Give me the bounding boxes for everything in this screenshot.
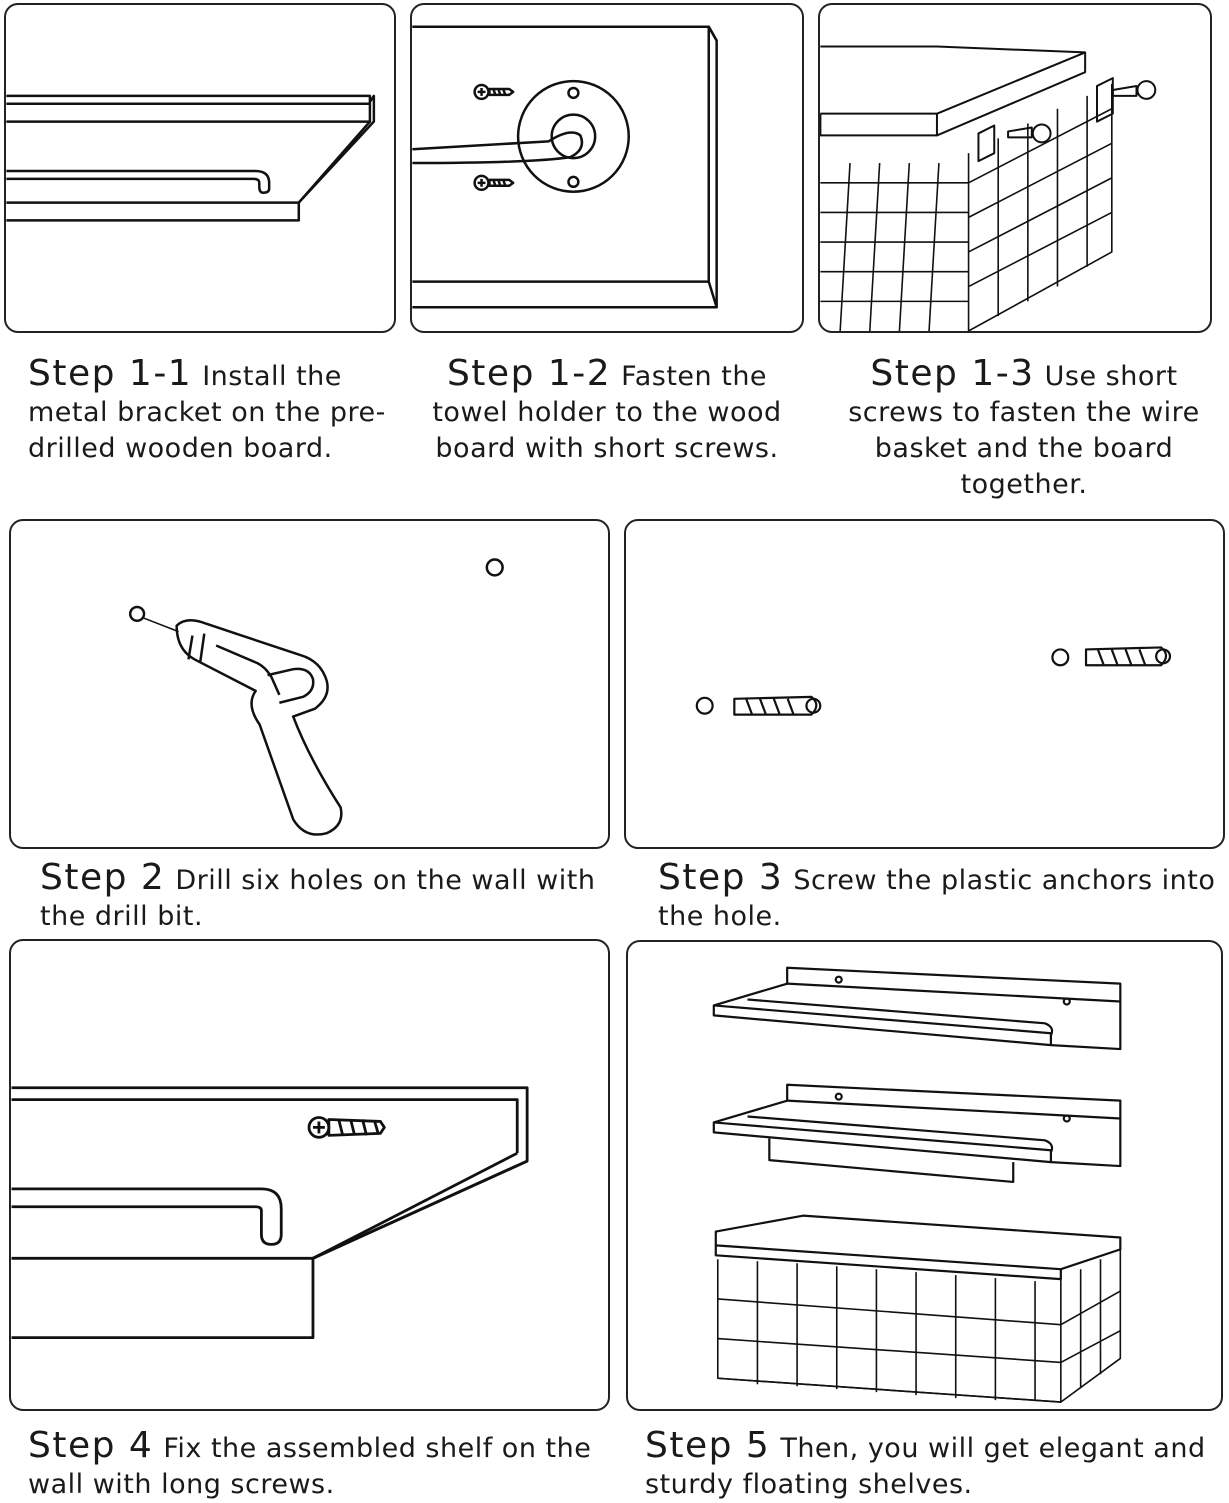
step-5-illustration: [626, 940, 1223, 1411]
screw-icon: [475, 85, 514, 99]
long-screw-icon: [309, 1117, 384, 1137]
drill-hole-icon: [487, 560, 503, 576]
step-2-illustration: [9, 519, 610, 849]
plastic-anchor-icon: [734, 697, 820, 715]
step-5-text: Then, you will get elegant and sturdy fl…: [645, 1433, 1206, 1500]
step-4-label: Step 4: [28, 1425, 154, 1466]
step-2-text: Drill six holes on the wall with the dri…: [40, 865, 596, 932]
step-3-text: Screw the plastic anchors into the hole.: [658, 865, 1216, 932]
step-1-1-illustration: [4, 3, 396, 333]
drill-hole-icon: [697, 698, 713, 714]
step-1-2-illustration: [410, 3, 804, 333]
step-3-label: Step 3: [658, 857, 784, 898]
step-4-text: Fix the assembled shelf on the wall with…: [28, 1433, 592, 1500]
step-1-2-text: Fasten the towel holder to the wood boar…: [432, 361, 782, 464]
step-4-illustration: [9, 939, 610, 1411]
step-1-1-text: Install the metal bracket on the pre-dri…: [28, 361, 386, 464]
step-1-3-text: Use short screws to fasten the wire bask…: [848, 361, 1200, 500]
wire-basket-shelf: [716, 1216, 1121, 1402]
screw-icon: [1008, 125, 1050, 143]
shelf-top: [714, 968, 1121, 1049]
step-5-label: Step 5: [645, 1425, 771, 1466]
step-1-2-label: Step 1-2: [446, 353, 612, 394]
step-1-3-illustration: [818, 3, 1212, 333]
shelf-middle: [714, 1085, 1121, 1182]
drill-icon: [177, 620, 342, 834]
step-1-1-label: Step 1-1: [28, 353, 193, 394]
step-3-illustration: [624, 519, 1225, 849]
step-1-3-label: Step 1-3: [870, 353, 1035, 394]
step-2-label: Step 2: [40, 857, 166, 898]
